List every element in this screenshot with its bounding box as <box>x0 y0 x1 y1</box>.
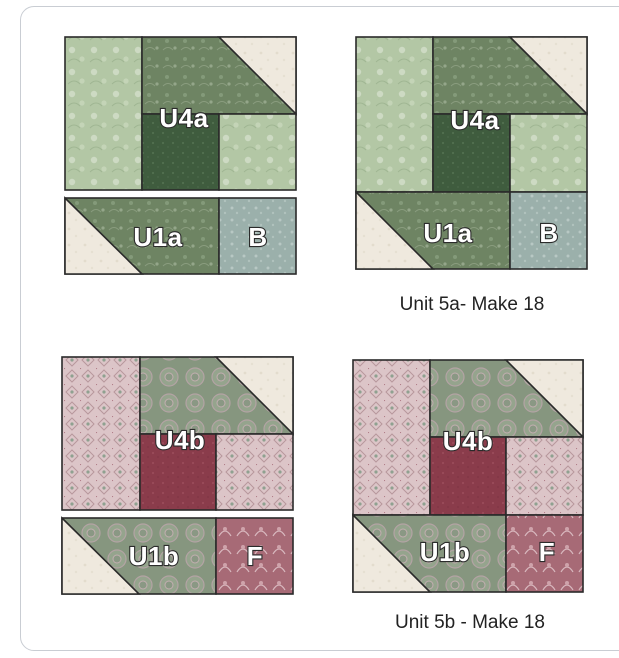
caption-unit-5b: Unit 5b - Make 18 <box>395 612 545 633</box>
label-f: F <box>539 537 555 567</box>
label-u4a: U4a <box>450 105 499 135</box>
label-b: B <box>539 218 558 248</box>
label-u4b: U4b <box>443 426 494 456</box>
label-u1a: U1a <box>423 218 472 248</box>
figure-pink-unit: U4b U1b F Unit 5b - Make 18 <box>353 360 583 633</box>
label-f: F <box>247 541 263 571</box>
label-u1b: U1b <box>420 537 471 567</box>
label-u1a: U1a <box>133 222 182 252</box>
figure-green-unit: U4a U1a B Unit 5a- Make 18 <box>356 37 587 315</box>
caption-unit-5a: Unit 5a- Make 18 <box>400 294 545 315</box>
figure-pink-part: U4b U1b F <box>62 357 293 594</box>
label-b: B <box>248 222 267 252</box>
figure-green-part: U4a U1a B <box>65 37 296 274</box>
label-u1b: U1b <box>129 541 180 571</box>
label-u4b: U4b <box>155 425 206 455</box>
label-u4a: U4a <box>159 103 208 133</box>
